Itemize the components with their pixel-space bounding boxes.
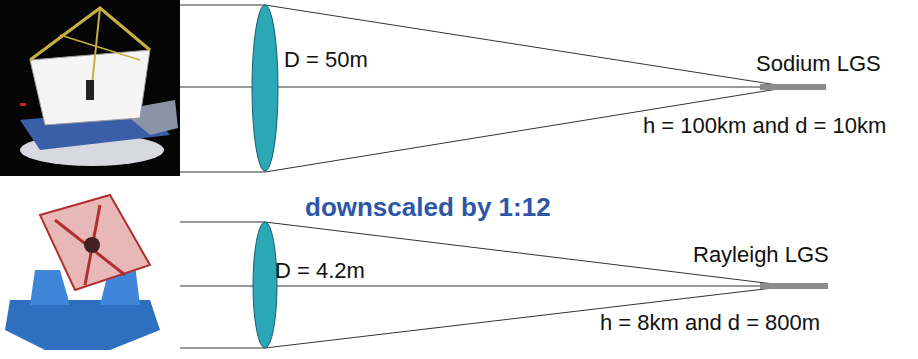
scale-note: downscaled by 1:12	[305, 193, 551, 222]
laser-guide-star	[760, 84, 826, 90]
lens	[253, 222, 277, 348]
vlt-telescope-image	[5, 195, 160, 350]
lgs-name: Rayleigh LGS	[693, 243, 829, 267]
beam-lines	[180, 5, 790, 348]
elt-telescope-image	[0, 0, 180, 176]
lgs-dimension: h = 8km and d = 800m	[600, 311, 820, 335]
lgs-dimension: h = 100km and d = 10km	[643, 114, 886, 138]
aperture-label: D = 4.2m	[275, 259, 365, 283]
aperture-label: D = 50m	[284, 48, 368, 72]
lens	[252, 5, 278, 171]
lgs-name: Sodium LGS	[756, 52, 881, 76]
laser-guide-star	[760, 283, 828, 289]
